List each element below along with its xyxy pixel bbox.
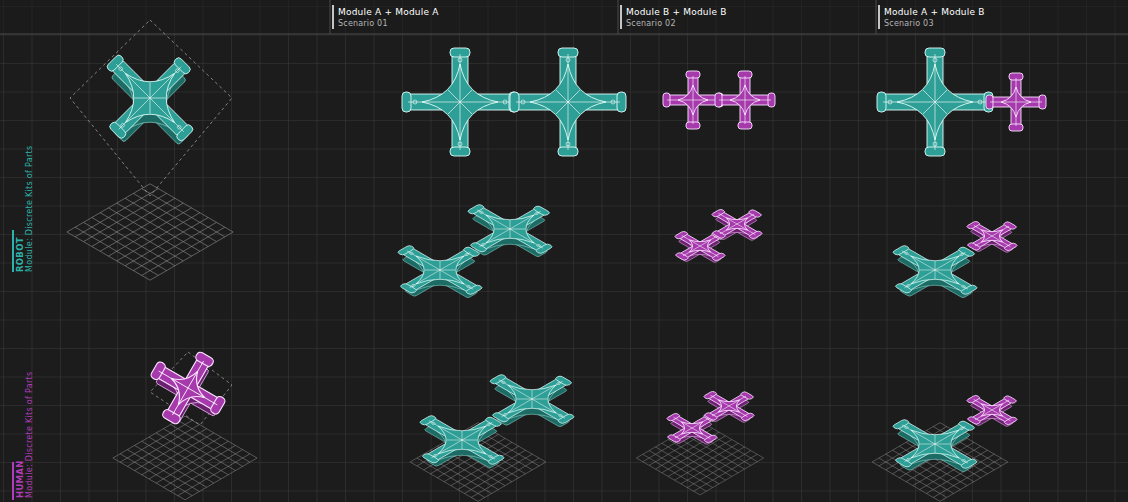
robot-bar — [12, 230, 14, 272]
scenario-title: Module A + Module A — [338, 8, 439, 18]
module-ab-iso-human — [864, 386, 1034, 502]
module-b-iso-human — [636, 382, 770, 495]
header-rule — [0, 0, 1128, 34]
module-b-plan — [663, 71, 775, 129]
human-bar — [12, 462, 14, 500]
module-a-plan — [402, 48, 626, 156]
module-b-iso — [658, 200, 778, 271]
module-ab-plan — [877, 48, 1046, 156]
module-b-view — [113, 336, 257, 500]
scenario-number: Scenario 03 — [884, 20, 934, 29]
module-a-iso-human — [391, 358, 604, 502]
row-subtitle: Module: Discrete Kits of Parts — [26, 146, 35, 272]
row-title: HUMAN — [16, 460, 25, 498]
row-title: ROBOT — [16, 237, 25, 272]
header-band — [0, 0, 1128, 34]
module-a-view — [67, 20, 233, 280]
scenario-title: Module A + Module B — [884, 8, 985, 18]
module-ab-iso — [864, 212, 1034, 313]
header-bar — [333, 5, 879, 29]
row-subtitle: Module: Discrete Kits of Parts — [26, 372, 35, 498]
scenario-number: Scenario 02 — [626, 20, 676, 29]
scenario-number: Scenario 01 — [338, 20, 388, 29]
module-a-iso — [369, 188, 582, 313]
scenario-title: Module B + Module B — [626, 8, 727, 18]
